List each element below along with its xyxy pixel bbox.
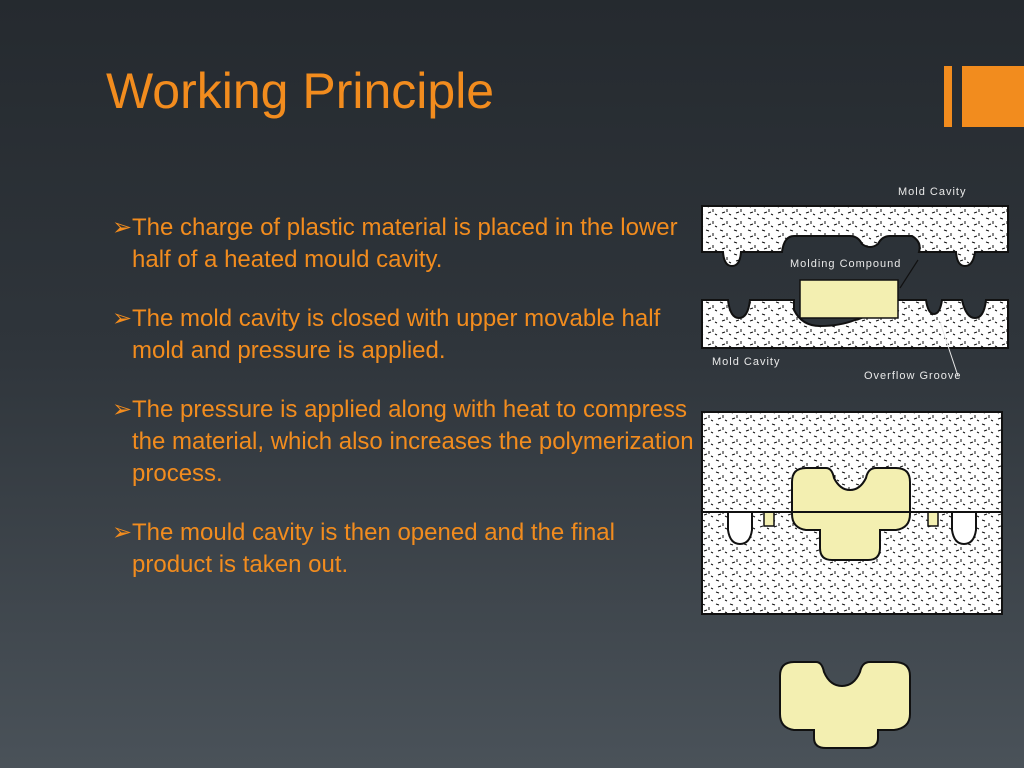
finished-product xyxy=(779,661,911,749)
arrow-bullet-icon: ➢ xyxy=(112,396,133,423)
closed-mold-illustration xyxy=(701,411,1003,615)
molding-compound-label: Molding Compound xyxy=(790,258,902,270)
finished-product-diagram xyxy=(776,656,916,752)
bullet-item: ➢ The mold cavity is closed with upper m… xyxy=(110,303,700,367)
bullet-text: The pressure is applied along with heat … xyxy=(132,396,694,487)
bullet-item: ➢ The pressure is applied along with hea… xyxy=(110,394,700,490)
upper-mold-half xyxy=(701,205,1009,268)
molding-compound-charge xyxy=(799,279,899,319)
mold-cavity-label: Mold Cavity xyxy=(712,356,781,368)
bullet-item: ➢ The mould cavity is then opened and th… xyxy=(110,517,700,581)
accent-bar-thick xyxy=(962,66,1024,127)
open-mold-diagram: Mold Cavity Molding Compound Mold Cavity… xyxy=(690,180,1024,390)
arrow-bullet-icon: ➢ xyxy=(112,305,133,332)
slide-title: Working Principle xyxy=(106,63,495,119)
bullet-text: The mould cavity is then opened and the … xyxy=(132,519,615,578)
overflow-groove-label: Overflow Groove xyxy=(864,370,962,382)
formed-part xyxy=(791,467,911,561)
arrow-bullet-icon: ➢ xyxy=(112,214,133,241)
overflow-groove xyxy=(727,512,753,546)
arrow-bullet-icon: ➢ xyxy=(112,519,133,546)
closed-mold-diagram xyxy=(700,410,1004,616)
open-mold-illustration xyxy=(701,205,1009,377)
bullet-text: The charge of plastic material is placed… xyxy=(132,214,678,273)
bullet-text: The mold cavity is closed with upper mov… xyxy=(132,305,661,364)
bullet-list: ➢ The charge of plastic material is plac… xyxy=(110,212,700,608)
finished-product-illustration xyxy=(779,661,911,749)
bullet-item: ➢ The charge of plastic material is plac… xyxy=(110,212,700,276)
accent-bar-thin xyxy=(944,66,952,127)
overflow-groove xyxy=(951,512,977,546)
mold-cavity-label: Mold Cavity xyxy=(898,186,967,198)
